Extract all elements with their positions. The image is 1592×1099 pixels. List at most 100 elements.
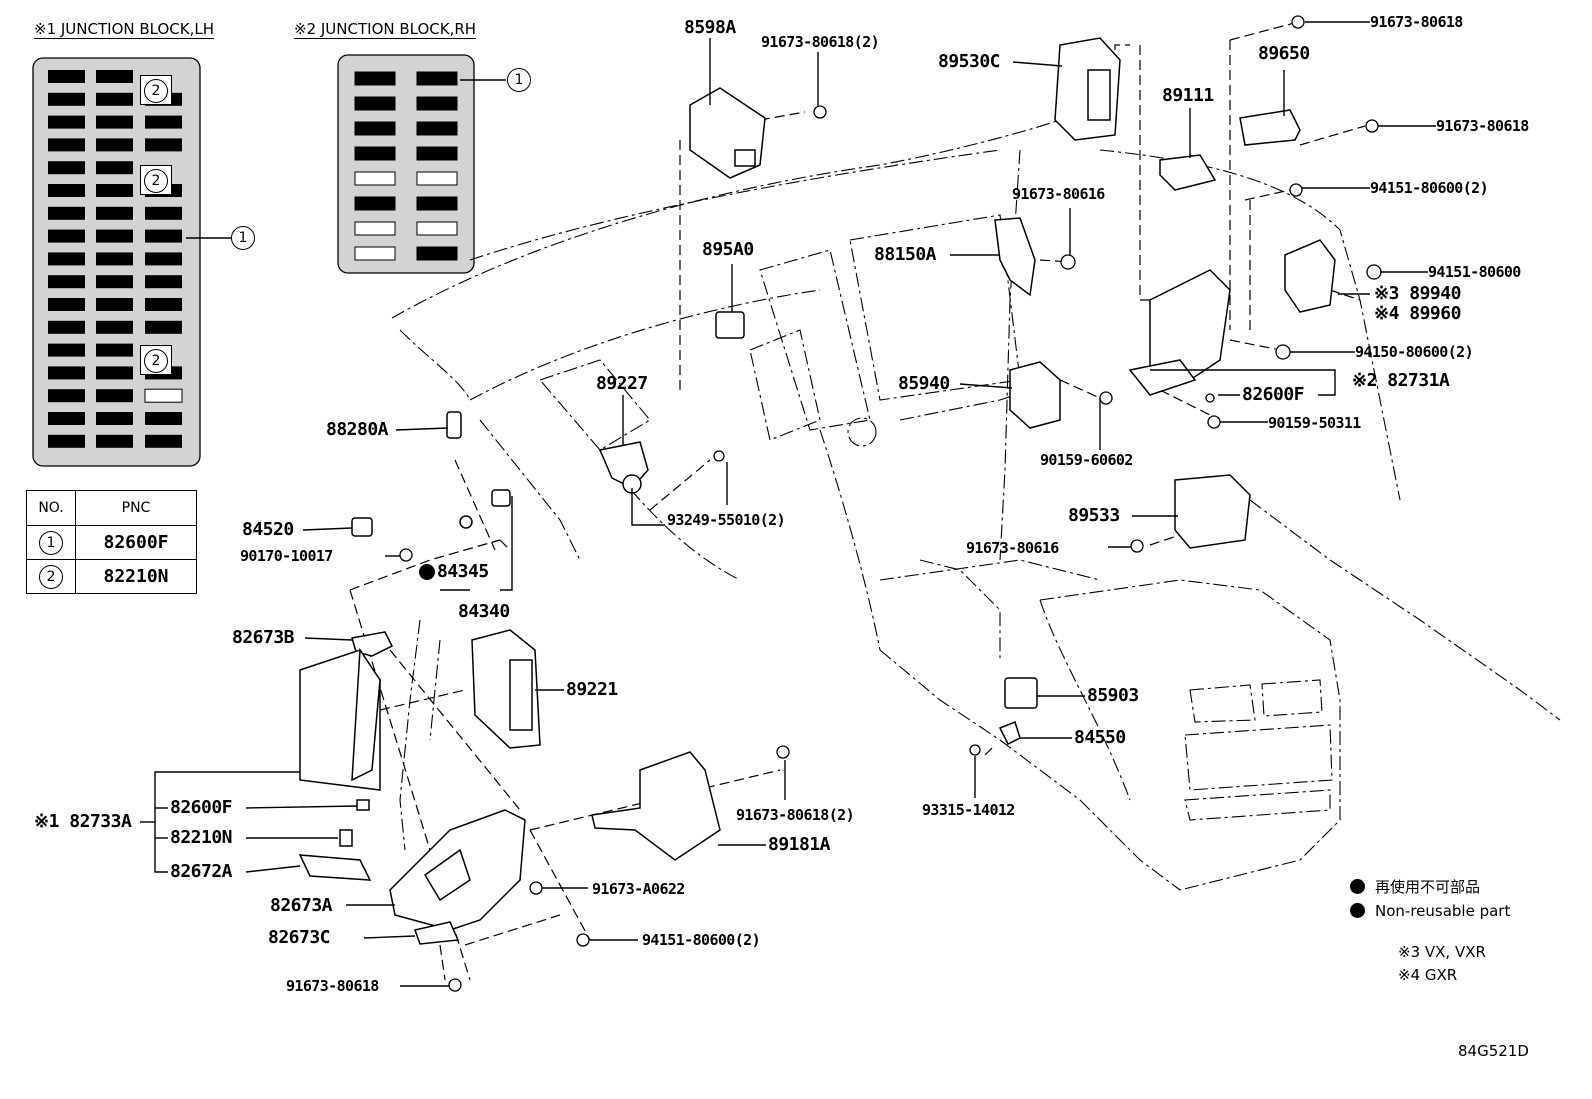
fuse-position-1-callout-rh: 1: [507, 68, 531, 92]
part-label: 82210N: [170, 827, 233, 848]
part-label: 89111: [1162, 85, 1214, 106]
fuse-slot: [145, 298, 182, 311]
fuse-slot: [96, 161, 133, 175]
part-label: 88280A: [326, 419, 389, 440]
part-label: 82673C: [268, 927, 331, 948]
fuse-slot: [416, 171, 458, 186]
fuse-slot: [145, 275, 182, 289]
fuse-slot: [48, 229, 85, 243]
fuse-slot: [48, 252, 85, 266]
junction-block-rh: [337, 54, 475, 274]
fuse-slot: [145, 115, 182, 129]
fuse-slot: [96, 115, 133, 129]
part-label: 94151-80600: [1428, 263, 1521, 281]
legend-jp: 再使用不可部品: [1350, 876, 1480, 897]
part-label: 85940: [898, 373, 950, 394]
note-4: ※4 GXR: [1398, 966, 1458, 984]
part-label: 82673B: [232, 627, 295, 648]
fuse-slot: [48, 275, 85, 289]
part-label: 93315-14012: [922, 801, 1015, 819]
fuse-slot: [96, 184, 133, 197]
fuse-slot: [48, 343, 85, 357]
fuse-slot: [48, 115, 85, 129]
part-label: 895A0: [702, 239, 754, 260]
row-pnc: 82210N: [75, 559, 197, 594]
fuse-slot: [48, 184, 85, 197]
part-shapes: [298, 15, 1382, 992]
part-label: ※3 89940: [1374, 283, 1461, 304]
fuse-slot: [96, 320, 133, 334]
fuse-slot: [354, 71, 396, 86]
part-label: 89650: [1258, 43, 1310, 64]
fuse-slot: [416, 71, 458, 86]
label-leaders: [140, 21, 1436, 987]
header-pnc: PNC: [75, 490, 197, 526]
fuse-slot: [96, 434, 133, 448]
pnc-table-header: NO. PNC: [26, 490, 197, 526]
fuse-slot: [354, 246, 396, 261]
fuse-slot: [416, 146, 458, 161]
fuse-slot: [96, 343, 133, 357]
part-label: 91673-80618: [1370, 13, 1463, 31]
fuse-slot: [48, 70, 85, 83]
part-label: 91673-80618(2): [736, 806, 855, 824]
fuse-slot: [48, 92, 85, 106]
fuse-slot: [96, 275, 133, 289]
part-label: 91673-A0622: [592, 880, 685, 898]
fuse-slot: [354, 196, 396, 211]
fuse-position-2-marker: 2: [140, 75, 172, 105]
fuse-slot: [145, 252, 182, 266]
fuse-slot: [354, 171, 396, 186]
row-number: 1: [26, 525, 76, 560]
fuse-slot: [48, 138, 85, 152]
part-label: 94151-80600(2): [1370, 179, 1489, 197]
fuse-slot: [144, 388, 183, 403]
part-label: 91673-80618(2): [761, 33, 880, 51]
fuse-slot: [48, 206, 85, 220]
fuse-slot: [48, 320, 85, 334]
fuse-slot: [96, 229, 133, 243]
fuse-slot: [416, 196, 458, 211]
fuse-slot: [416, 246, 458, 261]
junction-block-lh-title: ※1 JUNCTION BLOCK,LH: [34, 20, 214, 39]
fuse-position-1-callout-lh: 1: [231, 226, 255, 250]
dashboard-outline: [391, 119, 1561, 891]
fuse-slot: [416, 221, 458, 236]
fuse-slot: [145, 138, 182, 152]
fuse-slot: [48, 389, 85, 403]
fuse-slot: [145, 320, 182, 334]
fuse-slot: [416, 96, 458, 111]
row-number: 2: [26, 559, 76, 594]
fuse-slot: [416, 121, 458, 136]
fuse-slot: [96, 366, 133, 380]
fuse-slot: [96, 70, 133, 83]
fuse-slot: [48, 366, 85, 380]
part-label: 89530C: [938, 51, 1001, 72]
fuse-slot: [96, 298, 133, 311]
fuse-slot: [48, 434, 85, 448]
row-pnc: 82600F: [75, 525, 197, 560]
fuse-position-2-marker: 2: [140, 345, 172, 375]
part-label: 90170-10017: [240, 547, 333, 565]
fuse-slot: [96, 252, 133, 266]
part-label: 89181A: [768, 834, 831, 855]
fuse-slot: [145, 206, 182, 220]
part-label: 84520: [242, 519, 294, 540]
part-label: 8598A: [684, 17, 736, 38]
fuse-slot: [354, 121, 396, 136]
junction-block-rh-title: ※2 JUNCTION BLOCK,RH: [294, 20, 477, 39]
non-reusable-dot-icon: [1350, 903, 1365, 918]
fuse-slot: [96, 206, 133, 220]
legend-en: Non-reusable part: [1350, 902, 1510, 920]
part-label: 82600F: [170, 797, 233, 818]
part-label: 82600F: [1242, 384, 1305, 405]
fuse-slot: [354, 221, 396, 236]
part-label: 91673-80618: [286, 977, 379, 995]
fuse-slot: [96, 412, 133, 425]
fuse-slot: [48, 161, 85, 175]
drawing-code: 84G521D: [1458, 1042, 1529, 1060]
junction-block-lh: [32, 57, 201, 467]
fuse-slot: [145, 434, 182, 448]
